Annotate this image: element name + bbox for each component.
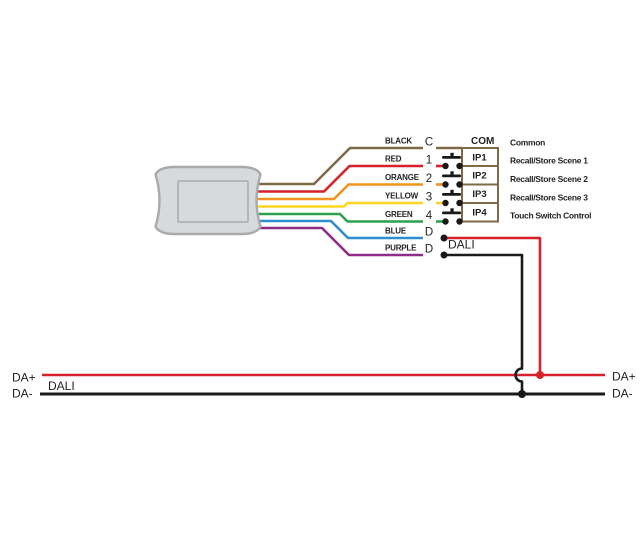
d-terminal-dot-blue: [440, 234, 448, 242]
wire-label-blue: BLUE: [385, 227, 407, 236]
terminal-d-blue: D: [425, 227, 433, 239]
description-ip4: Touch Switch Control: [510, 211, 591, 221]
push-button-stem-icon: [450, 171, 454, 175]
push-button-ip1: [442, 152, 463, 170]
dali-minus-drop: [444, 253, 524, 394]
push-button-ip4: [442, 208, 463, 225]
contact-dot: [442, 218, 449, 225]
touch-panel-connector: [154, 165, 262, 236]
wire-blue-run: [255, 219, 423, 240]
wire-green-run: [255, 212, 423, 223]
wire-label-green: GREEN: [385, 210, 413, 219]
function-descriptions: Common Recall/Store Scene 1 Recall/Store…: [510, 138, 592, 221]
wire-label-yellow: YELLOW: [385, 192, 419, 201]
input-labels: IP1 IP2 IP3 IP4: [472, 153, 487, 219]
da-plus-label-right: DA+: [612, 370, 636, 384]
description-common: Common: [510, 138, 545, 148]
da-minus-label-right: DA-: [612, 387, 633, 401]
terminal-2: 2: [426, 173, 432, 185]
ip4-box: [461, 202, 499, 223]
dali-plus-bus: [42, 236, 605, 377]
contact-dot: [442, 162, 449, 170]
da-plus-label-left: DA+: [12, 371, 36, 385]
wire-yellow-run: [255, 201, 423, 208]
com-label: COM: [471, 136, 494, 147]
d-terminal-dot-purple: [440, 251, 448, 259]
push-button-icon: [442, 174, 461, 178]
ip2-label: IP2: [472, 171, 486, 182]
contact-dot: [442, 181, 449, 188]
input-terminal-block: [461, 147, 499, 223]
push-button-stem-icon: [450, 189, 454, 194]
wire-label-orange: ORANGE: [385, 173, 420, 182]
wire-blue: [255, 219, 423, 240]
wire-label-black: BLACK: [385, 137, 412, 146]
wire-orange-run: [255, 183, 423, 201]
wire-black: [255, 146, 462, 186]
contact-dot: [456, 199, 463, 207]
push-button-stem-icon: [450, 152, 454, 157]
dali-output-label: DALI: [448, 238, 475, 252]
description-ip3: Recall/Store Scene 3: [510, 193, 588, 203]
terminal-1: 1: [426, 155, 432, 167]
push-button-icon: [442, 193, 461, 196]
push-button-icon: [442, 156, 461, 159]
dali-minus-junction-dot: [518, 390, 526, 398]
description-ip2: Recall/Store Scene 2: [510, 174, 588, 184]
ip3-label: IP3: [472, 189, 486, 200]
connector-face: [177, 180, 249, 223]
terminal-letters: C 1 2 3 4 D D: [425, 137, 433, 256]
terminal-d-purple: D: [425, 244, 433, 256]
contact-dot: [456, 162, 463, 170]
wire-label-purple: PURPLE: [385, 244, 417, 253]
wire-black-run: [255, 146, 423, 186]
push-button-stem-icon: [450, 208, 454, 212]
wire-labels: BLACK RED ORANGE YELLOW GREEN BLUE PURPL…: [385, 137, 420, 253]
dali-bus-label: DALI: [48, 379, 75, 393]
dali-minus-bus: [40, 253, 605, 396]
terminal-4: 4: [426, 210, 433, 222]
ip1-label: IP1: [472, 153, 487, 164]
connector-body: [154, 165, 262, 236]
contact-dot: [442, 199, 449, 207]
push-button-ip3: [442, 189, 463, 207]
push-button-switches: [442, 152, 463, 225]
ip4-label: IP4: [472, 208, 487, 219]
wire-label-red: RED: [385, 155, 402, 164]
terminal-3: 3: [426, 192, 432, 204]
wire-red-run: [255, 164, 423, 193]
contact-dot: [456, 218, 463, 225]
push-button-icon: [442, 211, 461, 215]
wire-yellow: [255, 201, 446, 208]
dali-plus-junction-dot: [536, 371, 544, 379]
terminal-c: C: [425, 137, 433, 149]
description-ip1: Recall/Store Scene 1: [510, 156, 588, 166]
contact-dot: [456, 181, 463, 188]
da-minus-label-left: DA-: [12, 387, 33, 401]
wire-purple-run: [255, 226, 423, 257]
dali-plus-drop: [444, 236, 542, 375]
wire-purple: [255, 226, 423, 257]
push-button-ip2: [442, 171, 463, 188]
